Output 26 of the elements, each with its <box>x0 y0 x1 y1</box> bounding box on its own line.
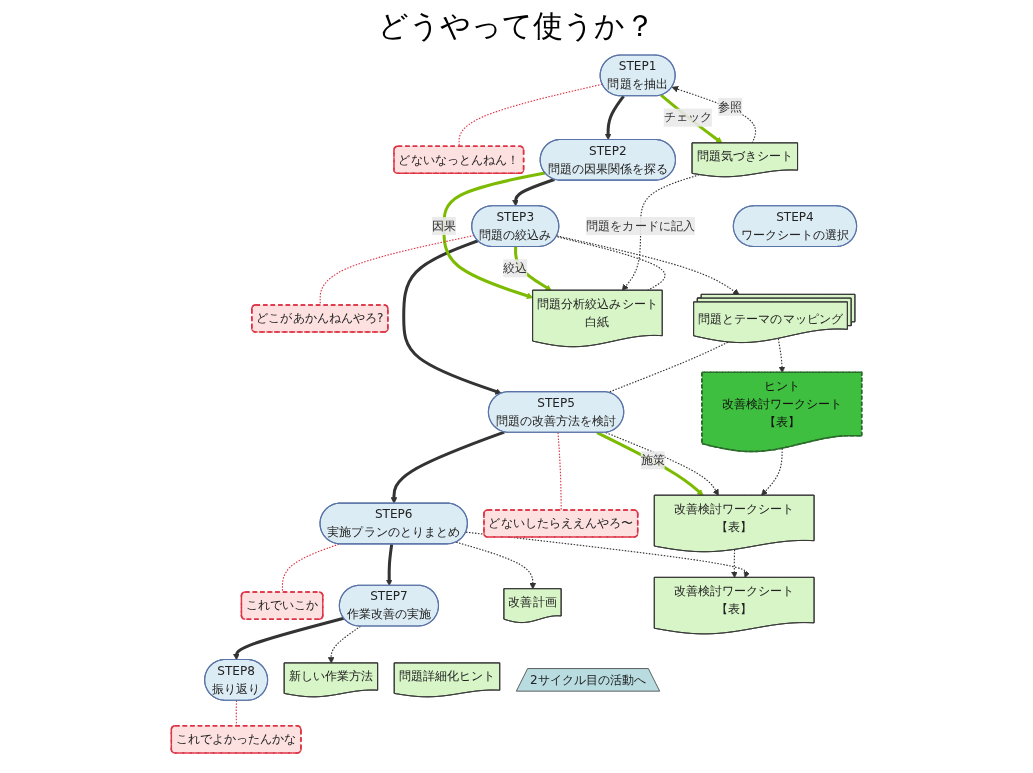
connector <box>555 236 666 292</box>
arrow <box>761 448 783 496</box>
edge-label: 因果 <box>431 218 456 233</box>
arrow <box>442 171 546 299</box>
arrow <box>385 544 394 586</box>
arrow <box>596 431 704 496</box>
edge-label: 問題をカードに記入 <box>586 218 695 233</box>
arrow <box>660 94 723 144</box>
edge-label: チェック <box>663 110 712 125</box>
arrow <box>621 174 700 291</box>
edge-label: 参照 <box>718 99 743 114</box>
arrow <box>604 95 625 141</box>
arrow <box>390 430 505 504</box>
arrow <box>455 541 537 590</box>
connector <box>281 543 340 593</box>
connector <box>319 234 475 306</box>
arrow <box>233 616 345 661</box>
arrow <box>731 549 738 579</box>
arrow <box>556 235 740 295</box>
arrow <box>465 531 750 579</box>
edge-label: 施策 <box>640 452 665 468</box>
diagram-title: どうやって使うか？ <box>377 7 656 45</box>
edge-label: 絞込 <box>503 260 528 276</box>
arrow <box>512 178 555 207</box>
connector <box>607 341 729 393</box>
arrow <box>402 239 502 395</box>
